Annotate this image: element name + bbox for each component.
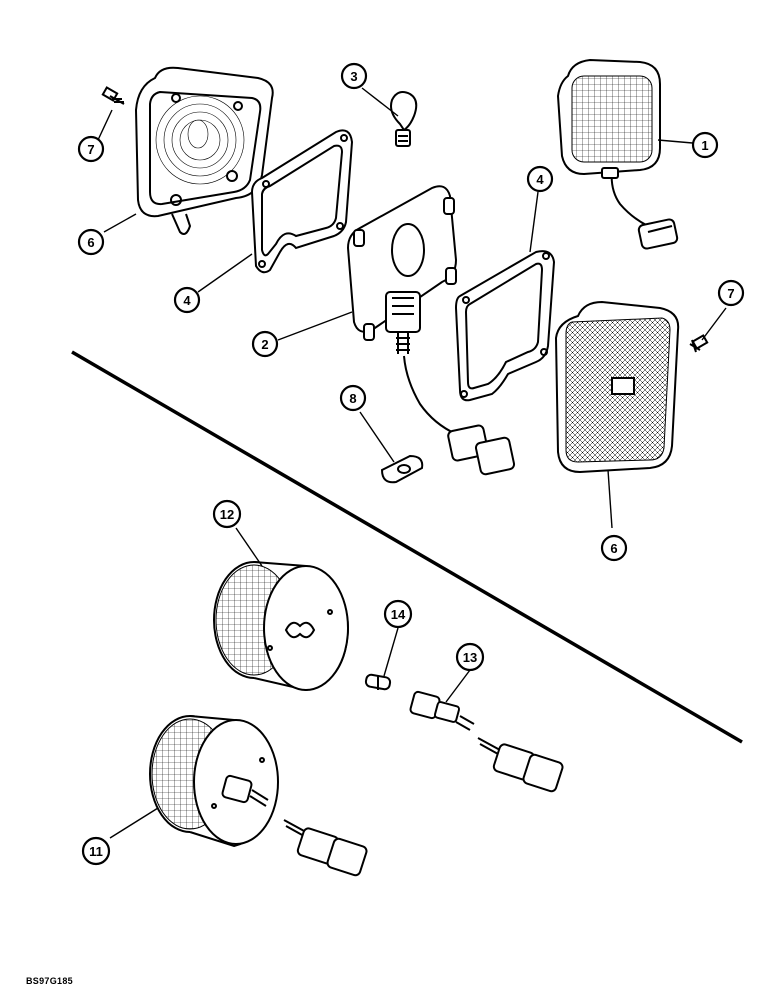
callout-8: 8	[339, 384, 367, 412]
callout-label: 8	[349, 391, 356, 406]
bulb	[390, 91, 418, 147]
round-lamp-upper	[213, 561, 350, 692]
callout-6-right: 6	[600, 534, 628, 562]
callout-label: 4	[536, 172, 544, 187]
callout-7-left: 7	[77, 135, 105, 163]
callout-7-right: 7	[717, 279, 745, 307]
callout-label: 13	[463, 650, 477, 665]
section-divider-line	[71, 350, 743, 744]
lamp-assembly	[556, 58, 679, 250]
screw-upper-left	[101, 86, 125, 105]
socket-with-connector	[409, 690, 564, 793]
callout-6-left: 6	[77, 228, 105, 256]
screw-right	[689, 334, 709, 353]
callout-14: 14	[383, 599, 413, 629]
grommet	[380, 454, 424, 484]
reference-code: BS97G185	[26, 976, 73, 986]
callout-label: 4	[183, 293, 191, 308]
callout-2: 2	[251, 330, 279, 358]
callout-label: 3	[350, 69, 357, 84]
gasket-right	[454, 250, 556, 402]
callout-label: 12	[220, 507, 234, 522]
callout-label: 14	[391, 607, 406, 622]
callout-label: 1	[701, 138, 708, 153]
lamp-lens-front	[554, 300, 680, 474]
callout-4-right: 4	[526, 165, 554, 193]
round-lamp-lower	[149, 715, 368, 877]
callout-label: 2	[261, 337, 268, 352]
gasket-left	[250, 129, 354, 274]
callout-label: 7	[87, 142, 94, 157]
callout-label: 11	[89, 844, 103, 859]
lamp-housing-rear	[134, 66, 274, 235]
callout-label: 6	[610, 541, 617, 556]
callout-13: 13	[455, 642, 485, 672]
lamp-base-plate	[346, 185, 516, 476]
callout-label: 7	[727, 286, 734, 301]
callout-1: 1	[691, 131, 719, 159]
callout-label: 6	[87, 235, 94, 250]
callout-4-left: 4	[173, 286, 201, 314]
small-bulb	[364, 673, 392, 691]
callout-11: 11	[81, 836, 111, 866]
callout-3: 3	[340, 62, 368, 90]
callout-12: 12	[212, 499, 242, 529]
